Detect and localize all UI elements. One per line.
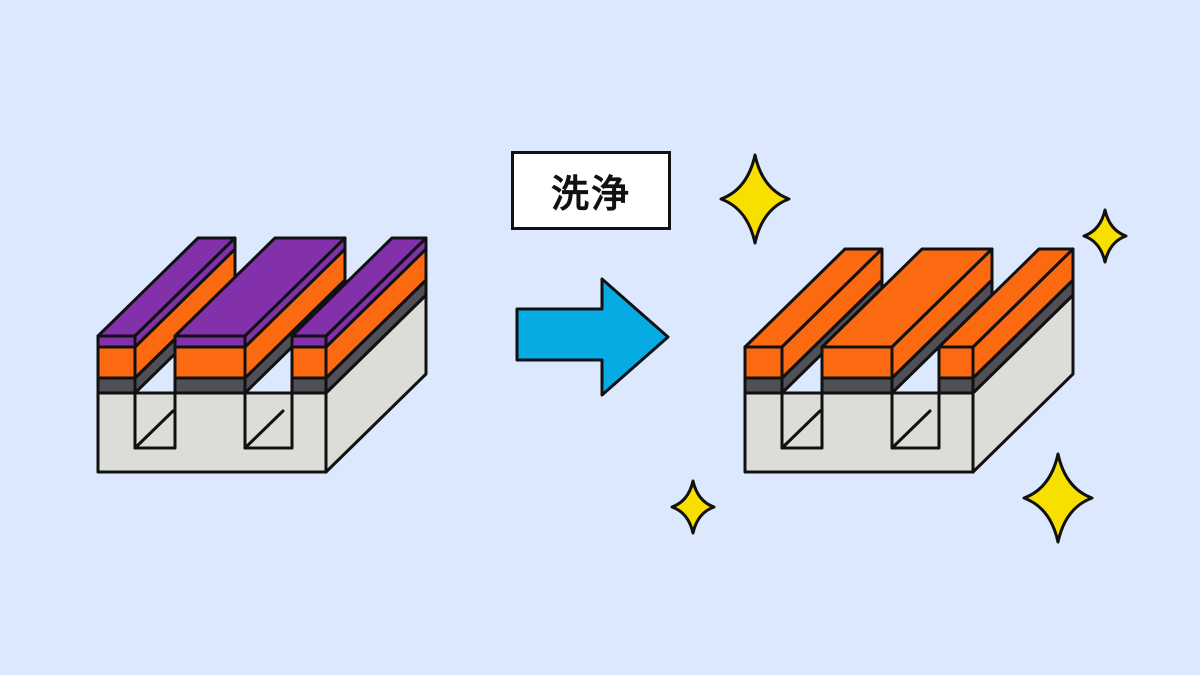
sparkle-icon [1022,452,1094,544]
sparkle-icon [670,479,716,535]
trench-floor-edge-1 [890,409,932,450]
trench-front-0 [780,391,824,450]
sparkles [670,153,1128,544]
sparkle-icon [719,153,791,245]
line-front-dark-0 [96,376,137,395]
line-front-dark-2 [937,376,975,395]
line-front-dark-1 [820,376,894,395]
trench-floor-edge-0 [133,409,175,450]
line-front-dark-2 [290,376,328,395]
line-front-dark-1 [173,376,247,395]
wafer-after-cleaning [743,247,1075,474]
trench-floor-edge-1 [243,409,285,450]
sparkle-icon [1082,208,1128,264]
wafer-before-cleaning [96,236,428,474]
process-label-box: 洗浄 [511,151,671,230]
right-arrow-icon [515,277,670,397]
line-front-orange-0 [743,345,784,380]
line-front-orange-1 [820,345,894,380]
line-front-resist-1 [173,334,247,349]
trench-front-1 [243,391,294,450]
trench-floor-edge-0 [780,409,822,450]
line-front-orange-2 [290,345,328,380]
line-front-resist-2 [290,334,328,349]
process-label: 洗浄 [550,172,631,216]
line-front-orange-1 [173,345,247,380]
trench-front-1 [890,391,941,450]
line-front-orange-2 [937,345,975,380]
line-front-orange-0 [96,345,137,380]
trench-front-0 [133,391,177,450]
line-front-dark-0 [743,376,784,395]
line-front-resist-0 [96,334,137,349]
